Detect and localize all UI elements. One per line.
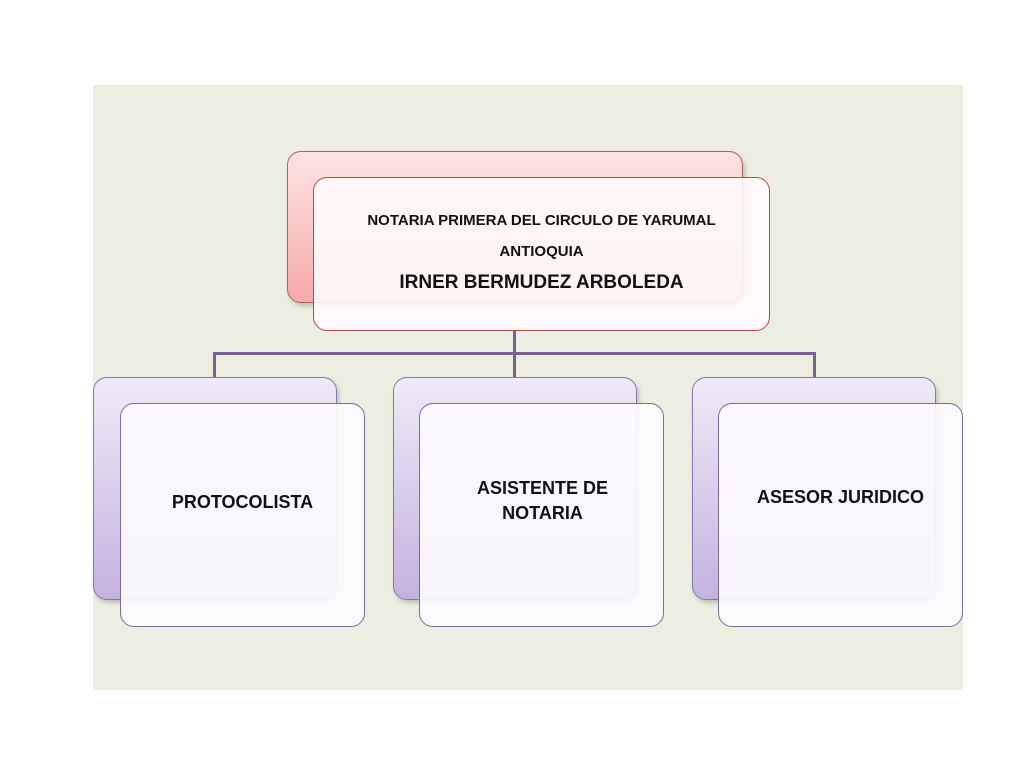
child-node-protocolista[interactable]: PROTOCOLISTA: [120, 403, 365, 627]
child-node-asesor[interactable]: ASESOR JURIDICO: [718, 403, 963, 627]
child-label: ASISTENTE DE NOTARIA: [476, 478, 609, 523]
child-label: PROTOCOLISTA: [171, 492, 314, 512]
child-label: ASESOR JURIDICO: [756, 487, 925, 507]
root-title: NOTARIA PRIMERA DEL CIRCULO DE YARUMAL: [367, 212, 716, 229]
connector-horizontal: [213, 352, 816, 355]
connector-drop-1: [213, 352, 216, 377]
connector-drop-3: [813, 352, 816, 377]
root-node[interactable]: NOTARIA PRIMERA DEL CIRCULO DE YARUMAL A…: [313, 177, 770, 331]
root-subtitle: ANTIOQUIA: [499, 243, 584, 260]
root-name: IRNER BERMUDEZ ARBOLEDA: [399, 272, 684, 293]
child-node-asistente[interactable]: ASISTENTE DE NOTARIA: [419, 403, 664, 627]
